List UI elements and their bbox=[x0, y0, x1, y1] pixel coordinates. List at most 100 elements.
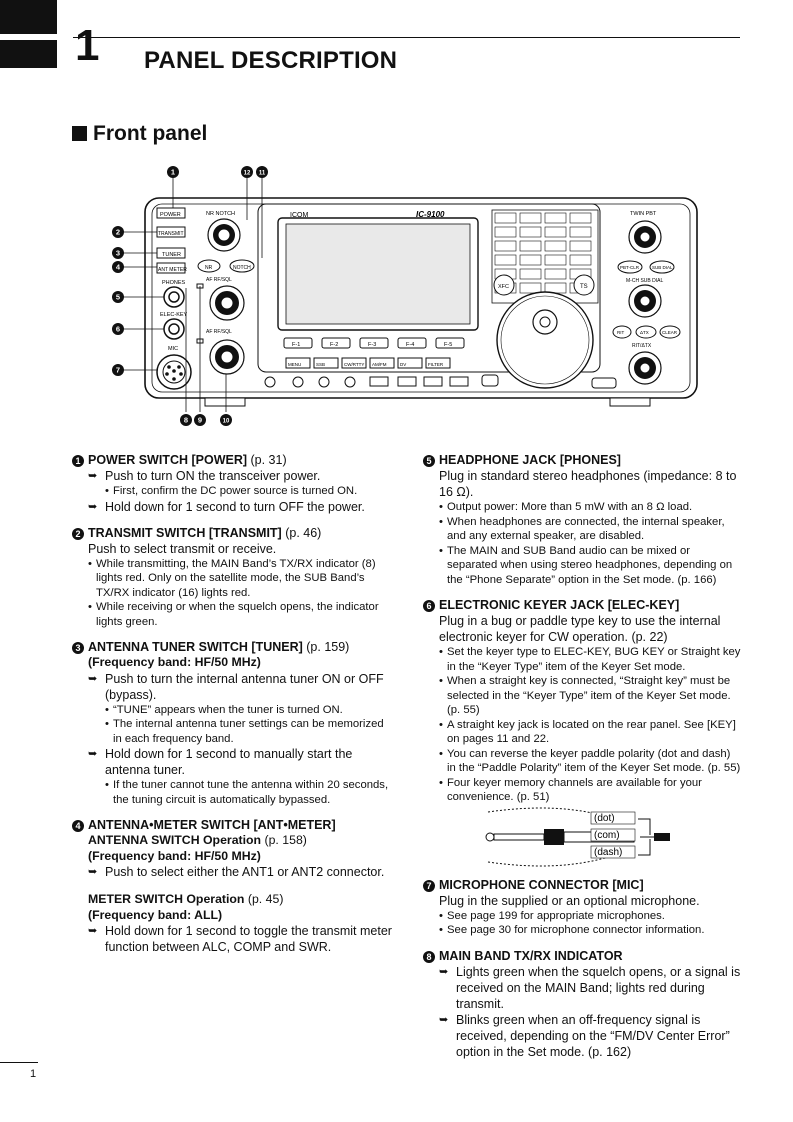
bullet-icon: • bbox=[439, 924, 443, 936]
ant-meter-label: ANT METER bbox=[158, 267, 187, 273]
bullet-text: First, confirm the DC power source is tu… bbox=[113, 485, 358, 497]
keypad-key bbox=[569, 226, 592, 238]
plug-com-label: (com) bbox=[594, 830, 620, 841]
arrow-icon: ➥ bbox=[439, 965, 449, 978]
sub-heading: METER SWITCH Operation (p. 45) bbox=[72, 892, 392, 908]
instruction: ➥Push to turn ON the transceiver power. bbox=[72, 468, 392, 484]
instruction: ➥Push to select either the ANT1 or ANT2 … bbox=[72, 864, 392, 880]
subtitle-page-ref: (p. 158) bbox=[261, 833, 307, 847]
subtitle-text: ANTENNA SWITCH Operation bbox=[88, 833, 262, 847]
brand-label: ICOM bbox=[290, 212, 308, 219]
mode-key bbox=[369, 357, 395, 369]
instruction-text: Hold down for 1 second to turn OFF the p… bbox=[105, 499, 365, 514]
item-page-ref: (p. 46) bbox=[281, 525, 322, 540]
bullet-text: The MAIN and SUB Band audio can be mixed… bbox=[447, 544, 733, 586]
tuner-label: TUNER bbox=[162, 252, 181, 258]
item-number-badge: 5 bbox=[423, 455, 435, 467]
item-number-badge: 3 bbox=[72, 642, 84, 654]
bullet-icon: • bbox=[439, 544, 443, 557]
f-key bbox=[397, 337, 427, 349]
keypad-key bbox=[569, 254, 592, 266]
ts-label: TS bbox=[580, 284, 588, 290]
keypad-key bbox=[519, 226, 542, 238]
bullet-icon: • bbox=[439, 515, 443, 528]
clear-label: CLEAR bbox=[662, 330, 678, 335]
callout-number: 7 bbox=[116, 366, 120, 375]
item-title: MAIN BAND TX/RX INDICATOR bbox=[439, 948, 623, 963]
arrow-icon: ➥ bbox=[88, 925, 98, 937]
bullet-text: See page 30 for microphone connector inf… bbox=[447, 924, 705, 936]
item-subtitle: ANTENNA SWITCH Operation (p. 158) bbox=[72, 833, 392, 849]
bullet-icon: • bbox=[439, 776, 443, 789]
mode-key bbox=[397, 357, 423, 369]
mode-key-label: DV bbox=[400, 362, 406, 367]
lower-button-row bbox=[264, 374, 617, 389]
callout-marker bbox=[112, 291, 124, 303]
bullet-note: •Four keyer memory channels are availabl… bbox=[423, 776, 741, 805]
bullet-note: •A straight key jack is located on the r… bbox=[423, 718, 741, 747]
sub-dial-label: SUB DIAL bbox=[652, 265, 673, 270]
bullet-icon: • bbox=[105, 485, 109, 497]
keypad-key bbox=[569, 240, 592, 252]
paragraph: Plug in the supplied or an optional micr… bbox=[439, 893, 700, 908]
bullet-note: •Set the keyer type to ELEC-KEY, BUG KEY… bbox=[423, 645, 741, 674]
callout-number: 12 bbox=[244, 171, 251, 177]
f-key-label: F-1 bbox=[292, 342, 300, 348]
rit-label: RIT bbox=[617, 330, 625, 335]
bullet-icon: • bbox=[439, 747, 443, 760]
bullet-icon: • bbox=[105, 703, 109, 716]
mode-key bbox=[285, 357, 311, 369]
callout-marker bbox=[112, 261, 124, 273]
section-heading: Front panel bbox=[72, 122, 207, 146]
instruction: ➥Blinks green when an off-frequency sign… bbox=[423, 1012, 741, 1060]
callout-number: 4 bbox=[116, 263, 121, 272]
bullet-icon: • bbox=[105, 779, 109, 791]
nr-notch-label: NR NOTCH bbox=[206, 211, 235, 217]
stereo-plug-drawing: (dot)(com)(dash) bbox=[485, 807, 670, 866]
instruction-text: Lights green when the squelch opens, or … bbox=[456, 964, 741, 1011]
phones-label: PHONES bbox=[162, 280, 186, 286]
keypad-key bbox=[569, 212, 592, 224]
callout-number: 2 bbox=[116, 228, 120, 237]
bullet-note: • While receiving or when the squelch ope… bbox=[72, 600, 392, 629]
bullet-text: While receiving or when the squelch open… bbox=[96, 601, 379, 628]
callout-number: 11 bbox=[259, 171, 266, 177]
bullet-text: The internal antenna tuner settings can … bbox=[113, 718, 384, 745]
square-bullet-icon bbox=[72, 126, 87, 141]
mode-key bbox=[425, 357, 451, 369]
bullet-note: •When headphones are connected, the inte… bbox=[423, 515, 741, 544]
mch-sub-dial-label: M-CH SUB DIAL bbox=[626, 278, 663, 284]
item-subtitle-2: (Frequency band: HF/50 MHz) bbox=[88, 848, 261, 863]
instruction: ➥ Push to turn the internal antenna tuner… bbox=[72, 671, 392, 703]
xfc-label: XFC bbox=[498, 284, 509, 290]
bullet-icon: • bbox=[88, 557, 92, 570]
bullet-text: A straight key jack is located on the re… bbox=[447, 718, 736, 746]
delta-tx-label: ΔTX bbox=[640, 330, 649, 335]
af-rfsql-2-label: AF RF/SQL bbox=[206, 329, 232, 335]
callout-marker bbox=[167, 166, 179, 178]
instruction-text: Push to turn the internal antenna tuner … bbox=[105, 671, 384, 702]
f-key-label: F-4 bbox=[406, 342, 414, 348]
arrow-icon: ➥ bbox=[88, 672, 98, 685]
chapter-rule bbox=[73, 37, 740, 38]
bullet-icon: • bbox=[88, 601, 92, 613]
keypad-key bbox=[544, 212, 567, 224]
mode-key-label: FILTER bbox=[428, 362, 444, 367]
bullet-note: • See page 30 for microphone connector in… bbox=[423, 923, 741, 938]
callout-number: 6 bbox=[116, 325, 120, 334]
keypad-key bbox=[544, 268, 567, 280]
chapter-tab-lower bbox=[0, 40, 57, 68]
item-page-ref: (p. 31) bbox=[247, 453, 287, 467]
keypad-key bbox=[494, 240, 517, 252]
sub-heading-text: (Frequency band: ALL) bbox=[88, 907, 223, 922]
arrow-icon: ➥ bbox=[88, 470, 98, 482]
instruction-text: Blinks green when an off-frequency signa… bbox=[456, 1012, 730, 1059]
chapter-tab bbox=[0, 0, 57, 68]
item-title: TRANSMIT SWITCH [TRANSMIT] bbox=[88, 525, 282, 540]
item-number-badge: 4 bbox=[72, 820, 84, 832]
